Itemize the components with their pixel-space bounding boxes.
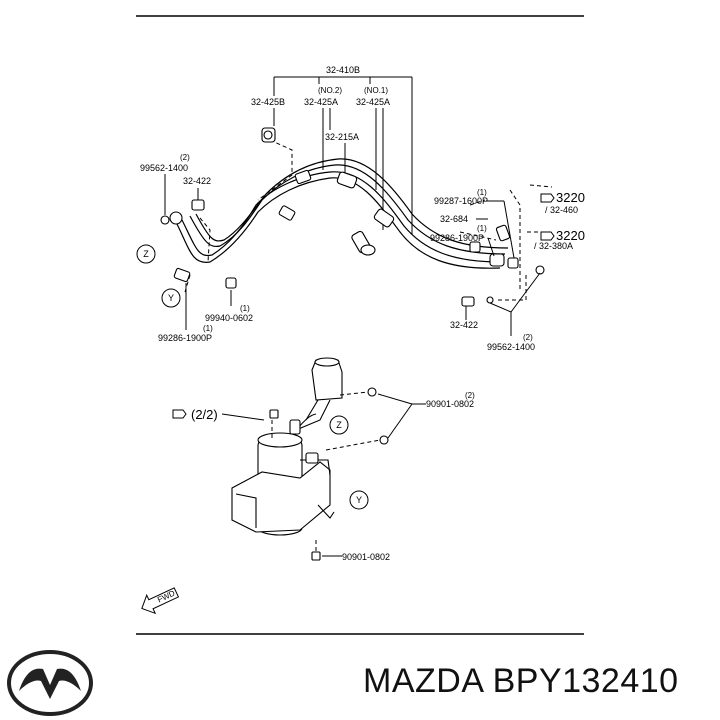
label-bolt-0802-num: 90901-0802 — [426, 399, 474, 409]
leader-ref-page — [221, 413, 265, 421]
label-bolt-1600-num: 99287-1600P — [434, 196, 488, 206]
pipe-clamps — [160, 127, 545, 307]
fwd-arrow-icon — [141, 587, 180, 615]
label-32-684: 32-684 — [440, 214, 468, 224]
label-ref-32-380a: / 32-380A — [534, 241, 573, 251]
label-bolt-1900-right-qty: (1) — [477, 224, 487, 233]
label-bolt-left-num: 99562-1400 — [140, 163, 188, 173]
label-ref-page: (2/2) — [191, 407, 218, 422]
label-nut-0602-num: 99940-0602 — [205, 313, 253, 323]
label-no2: (NO.2) — [318, 86, 342, 95]
label-ref-32-460: / 32-460 — [545, 205, 578, 215]
label-32-425b: 32-425B — [251, 97, 285, 107]
label-bolt-right-num: 99562-1400 — [487, 342, 535, 352]
hose-connector-icon — [540, 193, 555, 241]
label-bolt-left-qty: (2) — [180, 153, 190, 162]
ref-hose-icon — [172, 409, 187, 419]
label-nut-0602-qty: (1) — [240, 304, 250, 313]
label-32-425a-no2: 32-425A — [304, 97, 338, 107]
callout-y-upper: Y — [168, 293, 174, 303]
leaders-bottom-right — [465, 272, 541, 336]
label-32-422-right: 32-422 — [450, 320, 478, 330]
label-ref-3220-mid: 3220 — [556, 228, 585, 243]
callout-y-lower: Y — [356, 495, 362, 505]
leaders-lower-left — [185, 283, 232, 330]
mazda-logo-icon — [7, 650, 93, 716]
label-bolt-1900-right-num: 99286-1900P — [430, 233, 484, 243]
label-bolt-1900-left-qty: (1) — [203, 324, 213, 333]
label-bolt-1600-qty: (1) — [477, 188, 487, 197]
callout-z-upper: Z — [143, 249, 149, 259]
dashed-guides — [184, 139, 553, 301]
callout-z-lower: Z — [336, 420, 342, 430]
leaders-upper-left — [164, 174, 199, 215]
label-bolt-0802-qty: (2) — [465, 391, 475, 400]
label-32-425a-no1: 32-425A — [356, 97, 390, 107]
label-assy-main: 32-410B — [326, 65, 360, 75]
label-bolt-right-qty: (2) — [523, 333, 533, 342]
pump-dashed-guides — [271, 391, 381, 552]
leaders-pump — [322, 393, 426, 557]
label-bolt-1900-left-num: 99286-1900P — [158, 333, 212, 343]
label-32-422-left: 32-422 — [183, 176, 211, 186]
label-32-215a: 32-215A — [325, 132, 359, 142]
label-bolt-0802-bottom: 90901-0802 — [342, 552, 390, 562]
label-no1: (NO.1) — [364, 86, 388, 95]
leaders-right — [476, 200, 515, 259]
power-steering-pump — [231, 357, 389, 561]
label-ref-3220-top: 3220 — [556, 190, 585, 205]
brand-part-number: MAZDA BPY132410 — [363, 662, 679, 700]
